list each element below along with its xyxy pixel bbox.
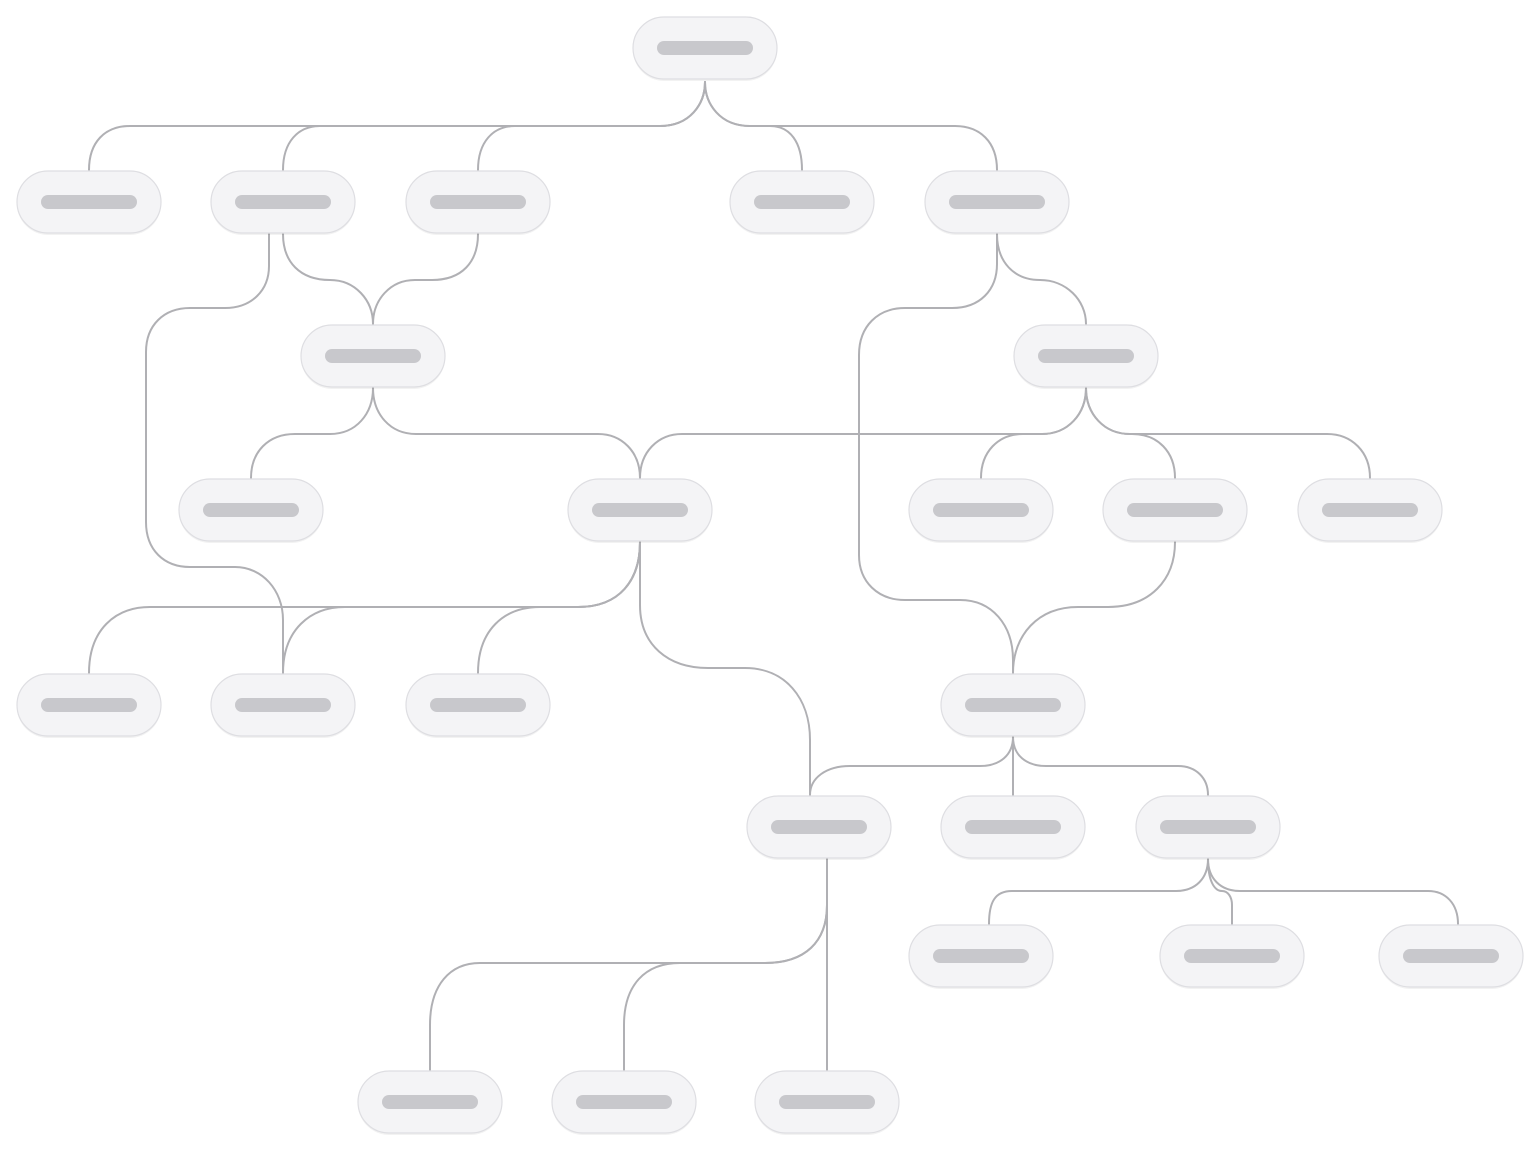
- node-n8[interactable]: [1013, 324, 1159, 389]
- node-label-placeholder: [382, 1095, 478, 1109]
- edge-n7-n10: [372, 387, 641, 479]
- edge-n20-n22: [1207, 858, 1233, 925]
- edge-n8-n13: [1085, 387, 1371, 479]
- node-n2[interactable]: [16, 170, 162, 235]
- node-n25[interactable]: [551, 1070, 697, 1135]
- edge-n7-n9: [250, 387, 374, 479]
- node-n15[interactable]: [210, 673, 356, 738]
- node-label-placeholder: [965, 820, 1061, 834]
- node-label-placeholder: [1184, 949, 1280, 963]
- edge-n6-n17: [858, 233, 1014, 674]
- node-n6[interactable]: [924, 170, 1070, 235]
- node-n22[interactable]: [1159, 924, 1305, 989]
- edge-n8-n10: [639, 387, 1087, 479]
- node-label-placeholder: [592, 503, 688, 517]
- edge-n17-n20: [1012, 736, 1209, 796]
- node-label-placeholder: [949, 195, 1045, 209]
- node-label-placeholder: [235, 195, 331, 209]
- edge-n1-n4: [477, 81, 706, 171]
- node-label-placeholder: [657, 41, 753, 55]
- node-n14[interactable]: [16, 673, 162, 738]
- node-n7[interactable]: [300, 324, 446, 389]
- node-label-placeholder: [1322, 503, 1418, 517]
- node-n20[interactable]: [1135, 795, 1281, 860]
- node-label-placeholder: [325, 349, 421, 363]
- node-label-placeholder: [430, 698, 526, 712]
- edge-n10-n16: [477, 541, 641, 674]
- node-label-placeholder: [41, 195, 137, 209]
- node-n26[interactable]: [754, 1070, 900, 1135]
- node-label-placeholder: [933, 949, 1029, 963]
- edge-n20-n21: [988, 858, 1209, 925]
- node-label-placeholder: [41, 698, 137, 712]
- node-n17[interactable]: [940, 673, 1086, 738]
- node-label-placeholder: [771, 820, 867, 834]
- node-n16[interactable]: [405, 673, 551, 738]
- node-label-placeholder: [1127, 503, 1223, 517]
- edge-n3-n15: [145, 233, 284, 674]
- edge-n6-n8: [996, 233, 1087, 325]
- edge-n10-n18: [639, 541, 811, 796]
- node-n5[interactable]: [729, 170, 875, 235]
- node-label-placeholder: [933, 503, 1029, 517]
- edge-n3-n7: [282, 233, 374, 325]
- node-n24[interactable]: [357, 1070, 503, 1135]
- node-label-placeholder: [235, 698, 331, 712]
- node-label-placeholder: [754, 195, 850, 209]
- node-n12[interactable]: [1102, 478, 1248, 543]
- node-label-placeholder: [430, 195, 526, 209]
- edges-layer: [88, 81, 1459, 1071]
- node-n11[interactable]: [908, 478, 1054, 543]
- node-label-placeholder: [1160, 820, 1256, 834]
- edge-n4-n7: [372, 233, 479, 325]
- node-label-placeholder: [576, 1095, 672, 1109]
- node-n1[interactable]: [632, 16, 778, 81]
- node-n13[interactable]: [1297, 478, 1443, 543]
- edge-n1-n6: [704, 81, 998, 171]
- node-n18[interactable]: [746, 795, 892, 860]
- nodes-layer: [16, 16, 1524, 1135]
- node-label-placeholder: [203, 503, 299, 517]
- node-n10[interactable]: [567, 478, 713, 543]
- node-n19[interactable]: [940, 795, 1086, 860]
- edge-n8-n11: [980, 387, 1087, 479]
- node-n3[interactable]: [210, 170, 356, 235]
- edge-n17-n18: [809, 736, 1014, 796]
- node-label-placeholder: [779, 1095, 875, 1109]
- node-label-placeholder: [1403, 949, 1499, 963]
- node-label-placeholder: [965, 698, 1061, 712]
- node-label-placeholder: [1038, 349, 1134, 363]
- node-n23[interactable]: [1378, 924, 1524, 989]
- node-n9[interactable]: [178, 478, 324, 543]
- node-n21[interactable]: [908, 924, 1054, 989]
- edge-n18-n25: [623, 858, 828, 1071]
- edge-n20-n23: [1207, 858, 1459, 925]
- edge-n12-n17: [1012, 541, 1176, 674]
- edge-n18-n24: [429, 858, 828, 1071]
- node-n4[interactable]: [405, 170, 551, 235]
